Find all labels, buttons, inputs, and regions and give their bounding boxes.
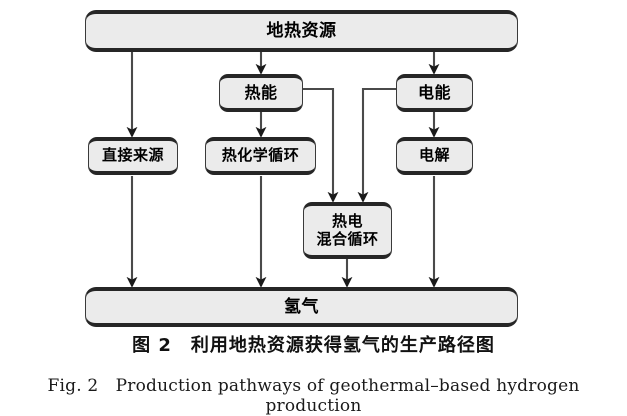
node-hybrid-thermal-electric-cycle[interactable]: 热电 混合循环: [303, 202, 392, 259]
figure-caption-chinese: 图 2 利用地热资源获得氢气的生产路径图: [132, 335, 495, 356]
node-direct-source[interactable]: 直接来源: [88, 137, 178, 175]
edge-electric-to-hybrid: [357, 87, 396, 203]
figure-caption-english: Fig. 2 Production pathways of geothermal…: [47, 376, 580, 416]
node-electrolysis[interactable]: 电解: [396, 137, 473, 175]
node-hydrogen[interactable]: 氢气: [85, 287, 518, 327]
node-geothermal-resources[interactable]: 地热资源: [85, 10, 518, 52]
node-thermal-energy[interactable]: 热能: [219, 74, 303, 112]
node-thermochemical-cycle[interactable]: 热化学循环: [205, 137, 316, 175]
node-electric-energy[interactable]: 电能: [396, 74, 473, 112]
